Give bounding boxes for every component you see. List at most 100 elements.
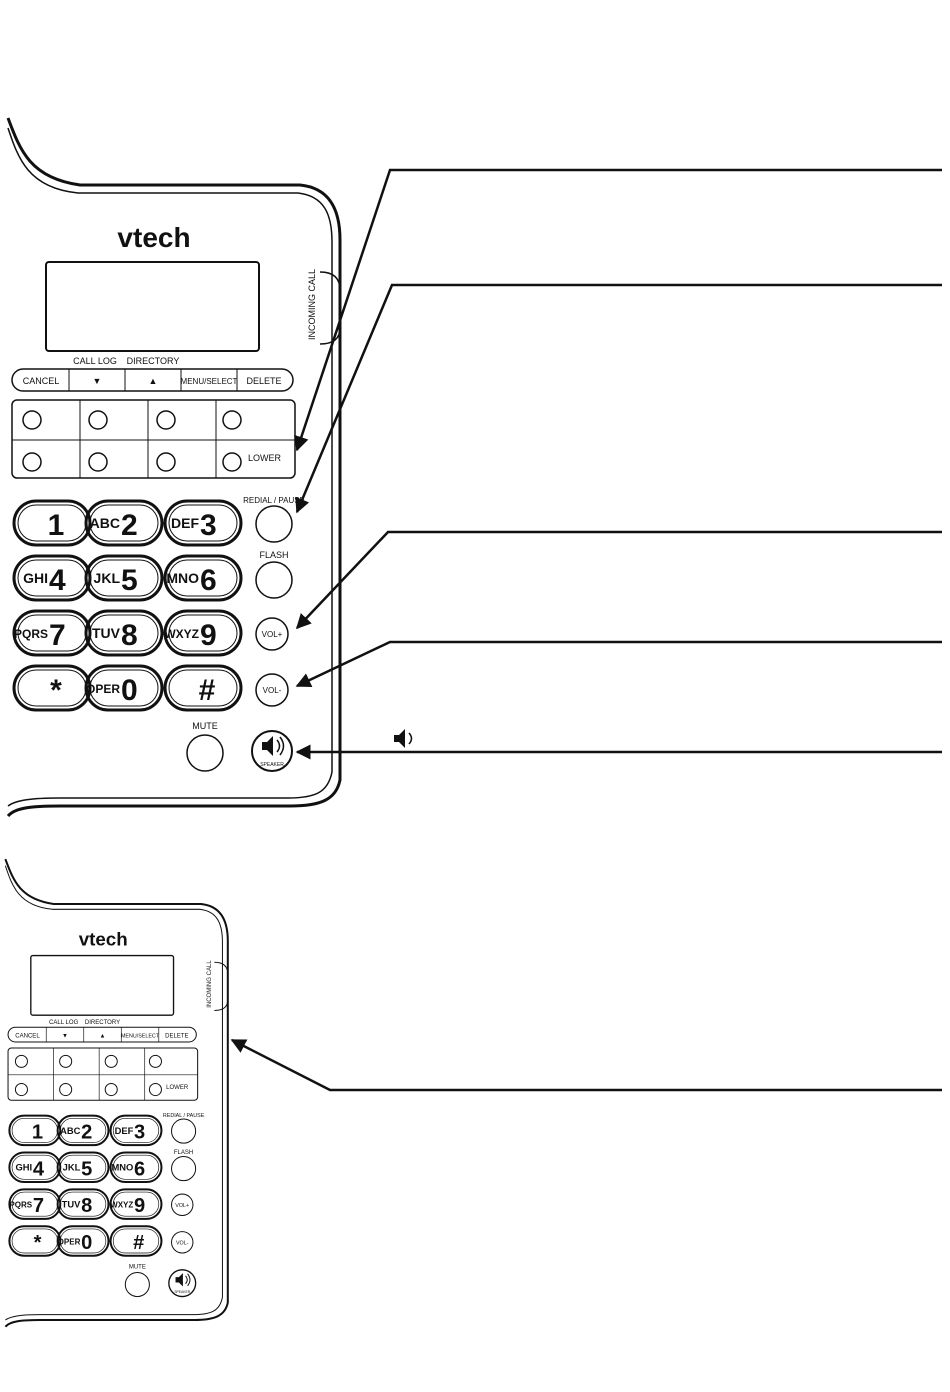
- key-letters: GHI: [15, 1163, 32, 1173]
- callout-redial-pause: [295, 283, 942, 514]
- flash-button: [255, 561, 293, 599]
- speaker-icon: [262, 736, 273, 756]
- key-9: [109, 1188, 163, 1220]
- key-0: [84, 664, 164, 712]
- key-letters: WXYZ: [164, 627, 199, 641]
- key-letters: TUV: [62, 1199, 81, 1209]
- key-inner-ring: [168, 614, 238, 652]
- incoming-call-label: INCOMING CALL: [207, 960, 213, 1008]
- memory-key: [59, 1054, 73, 1068]
- vol-down-button: [255, 673, 289, 707]
- key-inner-ring: [168, 669, 238, 707]
- flash-label: FLASH: [259, 550, 288, 560]
- vol-down-label: VOL-: [263, 686, 282, 695]
- key-inner-ring: [89, 559, 159, 597]
- key-letters: DEF: [115, 1126, 134, 1136]
- flash-label: FLASH: [174, 1150, 193, 1156]
- key-digit: #: [133, 1232, 144, 1254]
- down-key: ▼: [93, 376, 102, 386]
- vol-up-button: [255, 617, 289, 651]
- delete-key: DELETE: [165, 1033, 188, 1039]
- nav-key-bar: [7, 1026, 197, 1043]
- callout-lines: [230, 168, 942, 1092]
- key-inner-ring: [112, 1154, 160, 1180]
- lower-label: LOWER: [166, 1085, 189, 1091]
- memory-key: [104, 1083, 118, 1097]
- lcd-display: [30, 954, 175, 1016]
- key-2: [56, 1114, 110, 1147]
- key-letters: JKL: [63, 1163, 81, 1173]
- key-3: [163, 499, 243, 547]
- memory-key: [59, 1083, 73, 1097]
- memory-key: [88, 452, 108, 472]
- memory-key: [148, 1054, 162, 1068]
- key-digit: 1: [48, 509, 65, 542]
- key-letters: DEF: [171, 515, 199, 531]
- callout-lower-key: [294, 168, 942, 452]
- speaker-label: SPEAKER: [174, 1290, 190, 1294]
- key-8: [56, 1188, 110, 1220]
- key-2: [84, 499, 164, 547]
- memory-key: [148, 1083, 162, 1097]
- key-inner-ring: [59, 1118, 107, 1143]
- callout-vol-down: [295, 640, 942, 688]
- speaker-button: [251, 730, 293, 772]
- redial-pause-label: REDIAL / PAUSE: [163, 1113, 205, 1119]
- speaker-icon: [175, 1273, 183, 1287]
- speaker-waves-icon: [276, 736, 285, 756]
- memory-key: [156, 452, 176, 472]
- vol-down-button: [171, 1231, 194, 1254]
- key-digit: 8: [81, 1195, 92, 1217]
- key-digit: 0: [81, 1232, 92, 1254]
- speaker-waves-icon: [185, 1273, 191, 1287]
- key-digit: #: [199, 674, 216, 707]
- key-digit: 4: [33, 1158, 45, 1180]
- phone-body-outline: [6, 117, 342, 818]
- lcd-display: [45, 261, 260, 352]
- menu-select-key: MENU/SELECT: [121, 1033, 160, 1039]
- key-digit: 2: [81, 1121, 92, 1143]
- call-log-label: CALL LOG: [73, 356, 117, 366]
- key-digit: 7: [33, 1195, 44, 1217]
- key-inner-ring: [89, 614, 159, 652]
- directory-label: DIRECTORY: [127, 356, 180, 366]
- key-digit: 2: [121, 509, 138, 542]
- mute-button: [124, 1271, 150, 1298]
- key-digit: 3: [134, 1121, 145, 1143]
- memory-key: [88, 410, 108, 430]
- key-letters: JKL: [94, 570, 121, 586]
- memory-key: [104, 1054, 118, 1068]
- key-9: [163, 609, 243, 657]
- memory-key: [14, 1054, 28, 1068]
- key-inner-ring: [59, 1228, 107, 1254]
- memory-key-panel: [11, 399, 296, 479]
- incoming-call-light: [214, 961, 229, 1011]
- incoming-call-label: INCOMING CALL: [307, 269, 317, 340]
- key-inner-ring: [112, 1191, 160, 1217]
- vol-up-label: VOL+: [175, 1203, 189, 1209]
- key-3: [109, 1114, 163, 1147]
- speaker-label: SPEAKER: [260, 762, 284, 768]
- key-5: [84, 554, 164, 602]
- key-inner-ring: [168, 504, 238, 542]
- key-digit: 8: [121, 619, 138, 652]
- speaker-button: [168, 1269, 197, 1298]
- memory-key: [22, 410, 42, 430]
- key-6: [109, 1151, 163, 1184]
- memory-key: [22, 452, 42, 472]
- directory-label: DIRECTORY: [85, 1020, 120, 1026]
- lower-label: LOWER: [248, 453, 282, 463]
- brand-logo: vtech: [117, 222, 190, 253]
- menu-select-key: MENU/SELECT: [181, 377, 238, 386]
- key-letters: OPER: [86, 682, 120, 696]
- key-5: [56, 1151, 110, 1184]
- down-key: ▼: [62, 1033, 68, 1039]
- key-digit: 7: [49, 619, 66, 652]
- phone-body-inner-outline: [7, 127, 333, 807]
- key-inner-ring: [59, 1191, 107, 1217]
- memory-key: [222, 410, 242, 430]
- key-8: [84, 609, 164, 657]
- key-digit: 6: [134, 1158, 145, 1180]
- callout-incoming-call: [230, 1038, 942, 1092]
